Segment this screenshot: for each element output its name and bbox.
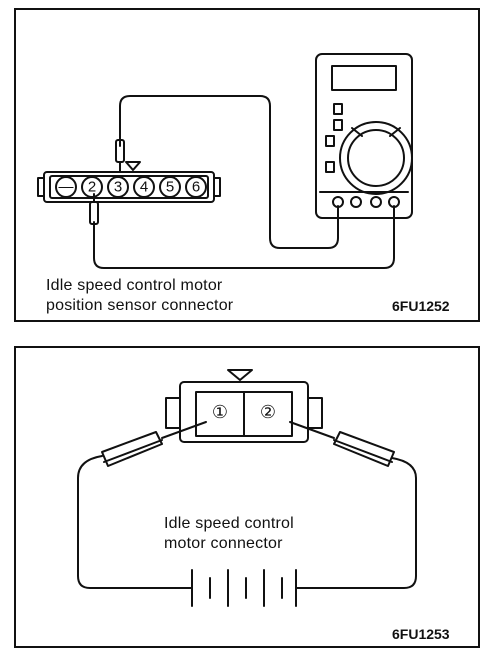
caption-line-1: Idle speed control motor (46, 277, 223, 294)
pin-label: — (59, 179, 74, 196)
motor-connector-diagram: ① ② (77, 369, 417, 607)
jumper-lead-left-icon (77, 421, 207, 589)
test-lead-wires (93, 95, 395, 269)
motor-connector-icon (165, 369, 323, 443)
pin-label: 2 (88, 179, 96, 196)
pin-label: ② (260, 402, 276, 422)
multimeter-icon (315, 53, 413, 219)
pin-label: 5 (166, 179, 174, 196)
pin-label: ① (212, 402, 228, 422)
pin-label: 3 (114, 179, 122, 196)
caption-line-1: Idle speed control (164, 515, 294, 532)
sensor-connector-diagram: — 2 3 4 5 6 (37, 53, 413, 269)
jumper-lead-right-icon (289, 421, 417, 589)
figure-code: 6FU1253 (392, 626, 450, 642)
battery-icon (175, 569, 313, 607)
caption-line-2: position sensor connector (46, 297, 234, 314)
figure-code: 6FU1252 (392, 298, 450, 314)
pin-label: 6 (192, 179, 200, 196)
probe-top-icon (115, 139, 125, 173)
sensor-connector-pins: — 2 3 4 5 6 (55, 176, 207, 198)
sensor-connector-icon (37, 161, 221, 203)
figure-panel-sensor-connector: — 2 3 4 5 6 Idle speed control motor pos… (14, 8, 480, 322)
caption-line-2: motor connector (164, 535, 283, 552)
motor-connector-pins: ① ② (212, 402, 276, 422)
pin-label: 4 (140, 179, 148, 196)
figure-panel-motor-connector: ① ② Idle speed co (14, 346, 480, 648)
